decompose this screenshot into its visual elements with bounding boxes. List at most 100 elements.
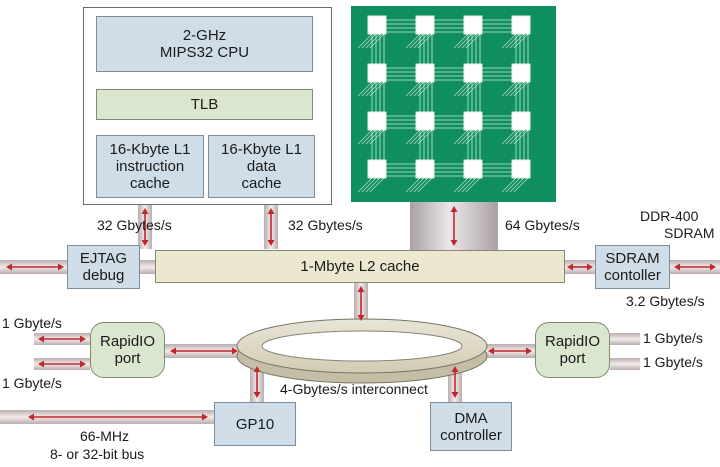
- chip-wire: [417, 33, 433, 49]
- rio-left-line1: RapidIO: [99, 333, 156, 350]
- chip-wire: [361, 129, 377, 145]
- rio-right-line1: RapidIO: [544, 333, 601, 350]
- icache-line1: 16-Kbyte L1: [109, 141, 191, 158]
- chip-wire: [365, 177, 381, 193]
- chip-wire: [357, 129, 373, 145]
- chip-wire: [505, 33, 521, 49]
- arrow-rio-left-ring: [170, 347, 238, 355]
- chip-wire: [405, 33, 421, 49]
- chip-wire: [461, 33, 477, 49]
- dataflow-arrows: [6, 206, 716, 421]
- tlb-label: TLB: [190, 96, 219, 113]
- chip-tile: [367, 159, 387, 179]
- ejtag-debug: EJTAG debug: [67, 245, 140, 289]
- multiprocessor-chip: [351, 6, 556, 202]
- chip-wire: [357, 33, 373, 49]
- l2-cache-label: 1-Mbyte L2 cache: [300, 258, 420, 275]
- chip-wire: [509, 129, 525, 145]
- ejtag-line2: debug: [82, 267, 125, 284]
- dma-line2: controller: [440, 426, 502, 444]
- chip-wire: [417, 129, 433, 145]
- chip-wire: [505, 81, 521, 97]
- interconnect-ring: [236, 318, 488, 384]
- label-rio-left-top: 1 Gbyte/s: [2, 315, 62, 331]
- arrow-l2-sdram: [567, 263, 593, 271]
- rapidio-port-left: RapidIO port: [90, 322, 165, 378]
- chip-tile: [463, 63, 483, 83]
- chip-wire: [513, 33, 529, 49]
- chip-wire: [413, 81, 429, 97]
- chip-wire: [409, 81, 425, 97]
- chip-wire: [369, 33, 385, 49]
- cpu-core: 2-GHz MIPS32 CPU: [96, 16, 313, 72]
- rapidio-port-right: RapidIO port: [535, 322, 610, 378]
- chip-tile: [463, 111, 483, 131]
- chip-wire: [513, 81, 529, 97]
- label-sdram-bandwidth: 3.2 Gbytes/s: [626, 293, 705, 309]
- chip-wire: [413, 177, 429, 193]
- chip-tile: [367, 15, 387, 35]
- arrow-bus: [28, 413, 208, 421]
- chip-wire: [465, 33, 481, 49]
- chip-wire: [505, 129, 521, 145]
- ejtag-line1: EJTAG: [79, 250, 128, 267]
- chip-wire: [509, 81, 525, 97]
- arrow-chip-l2: [450, 206, 458, 246]
- chip-wire: [409, 33, 425, 49]
- label-rio-right-bottom: 1 Gbyte/s: [643, 354, 703, 370]
- chip-wire: [461, 81, 477, 97]
- chip-wire: [453, 177, 469, 193]
- rio-right-line2: port: [559, 350, 586, 367]
- label-icache-bandwidth: 32 Gbytes/s: [97, 217, 172, 233]
- arrow-dcache-l2: [267, 208, 275, 246]
- gp10-block: GP10: [214, 402, 296, 446]
- chip-wire: [369, 177, 385, 193]
- pipe-right-out-bottom: [610, 358, 640, 370]
- arrow-icache-l2: [141, 208, 149, 246]
- chip-wire: [513, 177, 529, 193]
- l1-data-cache: 16-Kbyte L1 data cache: [208, 135, 315, 198]
- chip-wire: [369, 81, 385, 97]
- chip-wire: [369, 129, 385, 145]
- cpu-line2: MIPS32 CPU: [159, 44, 250, 61]
- chip-wire: [457, 177, 473, 193]
- chip-wire: [365, 81, 381, 97]
- sdram-line1: SDRAM: [605, 250, 660, 267]
- chip-wire: [457, 81, 473, 97]
- gp10-label: GP10: [235, 415, 275, 433]
- chip-tile: [463, 159, 483, 179]
- tlb: TLB: [96, 89, 313, 120]
- label-chip-bandwidth: 64 Gbytes/s: [505, 217, 580, 233]
- label-ddr-line2: SDRAM: [664, 225, 715, 241]
- chip-wire: [501, 81, 517, 97]
- arrow-ring-rio-right: [488, 347, 532, 355]
- arrow-left-in-top: [38, 335, 86, 343]
- chip-wire: [465, 129, 481, 145]
- chip-wire: [357, 81, 373, 97]
- arrow-ring-dma: [451, 366, 459, 398]
- chip-wire: [501, 129, 517, 145]
- label-interconnect: 4-Gbytes/s interconnect: [280, 381, 428, 397]
- chip-wire: [413, 129, 429, 145]
- chip-wire: [505, 177, 521, 193]
- arrow-sdram-right: [674, 263, 716, 271]
- chip-wire: [453, 81, 469, 97]
- icache-line2: instruction: [115, 158, 185, 175]
- chip-wire: [365, 129, 381, 145]
- chip-wire: [457, 129, 473, 145]
- dcache-line3: cache: [241, 175, 282, 192]
- chip-wire: [361, 81, 377, 97]
- arrow-ejtag-left: [6, 263, 64, 271]
- chip-tile: [511, 15, 531, 35]
- chip-wire: [413, 33, 429, 49]
- chip-wire: [409, 129, 425, 145]
- chip-wire: [461, 177, 477, 193]
- cpu-line1: 2-GHz: [182, 27, 227, 44]
- label-rio-left-bottom: 1 Gbyte/s: [2, 375, 62, 391]
- chip-wire: [453, 33, 469, 49]
- dma-controller: DMA controller: [430, 402, 512, 451]
- chip-wire: [457, 33, 473, 49]
- label-bus-line1: 66-MHz: [80, 428, 130, 444]
- pipe-right-out-top: [610, 333, 640, 345]
